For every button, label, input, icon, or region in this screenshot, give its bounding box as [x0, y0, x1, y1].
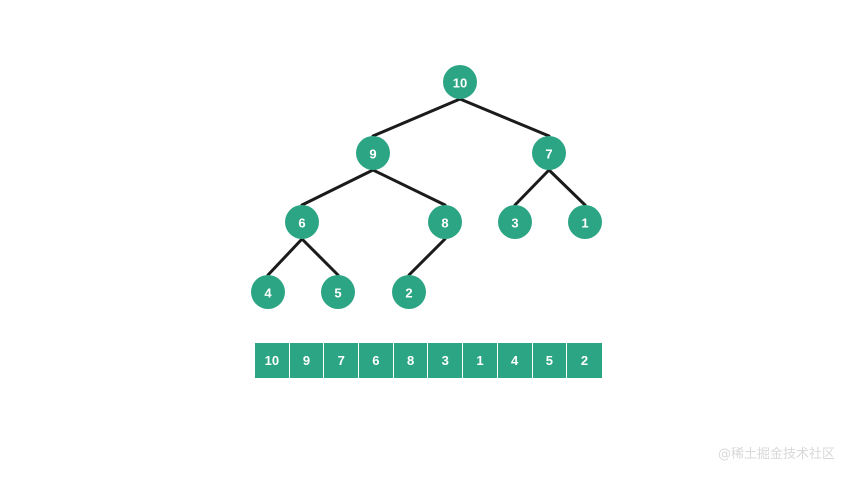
- tree-node-label: 8: [441, 216, 448, 231]
- tree-node-2[interactable]: 2: [392, 275, 426, 309]
- tree-node-circle: [321, 275, 355, 309]
- tree-edge-n1-n4: [371, 168, 447, 207]
- tree-node-label: 10: [453, 76, 467, 91]
- tree-node-circle: [392, 275, 426, 309]
- array-cell[interactable]: 5: [532, 343, 568, 378]
- tree-node-7[interactable]: 7: [532, 136, 566, 170]
- tree-node-4[interactable]: 4: [251, 275, 285, 309]
- tree-node-label: 9: [369, 147, 376, 162]
- tree-node-1[interactable]: 1: [568, 205, 602, 239]
- array-cell[interactable]: 10: [255, 343, 290, 378]
- tree-node-label: 4: [264, 286, 272, 301]
- tree-node-circle: [356, 136, 390, 170]
- tree-edge-n4-n9: [407, 237, 447, 277]
- tree-node-3[interactable]: 3: [498, 205, 532, 239]
- tree-node-label: 6: [298, 216, 305, 231]
- array-cell[interactable]: 4: [497, 343, 533, 378]
- tree-node-label: 3: [511, 216, 518, 231]
- tree-node-5[interactable]: 5: [321, 275, 355, 309]
- tree-node-label: 2: [405, 286, 412, 301]
- tree-edge-n0-n2: [458, 97, 551, 138]
- array-cell[interactable]: 3: [428, 343, 464, 378]
- array-cell[interactable]: 2: [567, 343, 602, 378]
- tree-node-circle: [251, 275, 285, 309]
- tree-edge-n0-n1: [371, 97, 462, 138]
- tree-node-label: 7: [545, 147, 552, 162]
- tree-node-circle: [428, 205, 462, 239]
- tree-node-8[interactable]: 8: [428, 205, 462, 239]
- array-cell[interactable]: 7: [324, 343, 360, 378]
- tree-node-label: 1: [581, 216, 588, 231]
- tree-node-circle: [532, 136, 566, 170]
- tree-node-6[interactable]: 6: [285, 205, 319, 239]
- array-cell[interactable]: 9: [289, 343, 325, 378]
- array-cell[interactable]: 6: [359, 343, 394, 378]
- tree-edge-n2-n6: [547, 168, 587, 207]
- tree-node-circle: [285, 205, 319, 239]
- watermark-text: @稀土掘金技术社区: [717, 447, 835, 462]
- tree-edge-n3-n8: [300, 237, 340, 277]
- tree-node-label: 5: [334, 286, 341, 301]
- tree-edge-n2-n5: [513, 168, 551, 207]
- array-cell[interactable]: 8: [393, 343, 429, 378]
- tree-node-circle: [568, 205, 602, 239]
- tree-edge-n1-n3: [300, 168, 375, 207]
- array-cell[interactable]: 1: [463, 343, 498, 378]
- tree-node-circle: [443, 65, 477, 99]
- tree-node-10[interactable]: 10: [443, 65, 477, 99]
- tree-node-circle: [498, 205, 532, 239]
- tree-node-9[interactable]: 9: [356, 136, 390, 170]
- tree-edge-n3-n7: [266, 237, 304, 277]
